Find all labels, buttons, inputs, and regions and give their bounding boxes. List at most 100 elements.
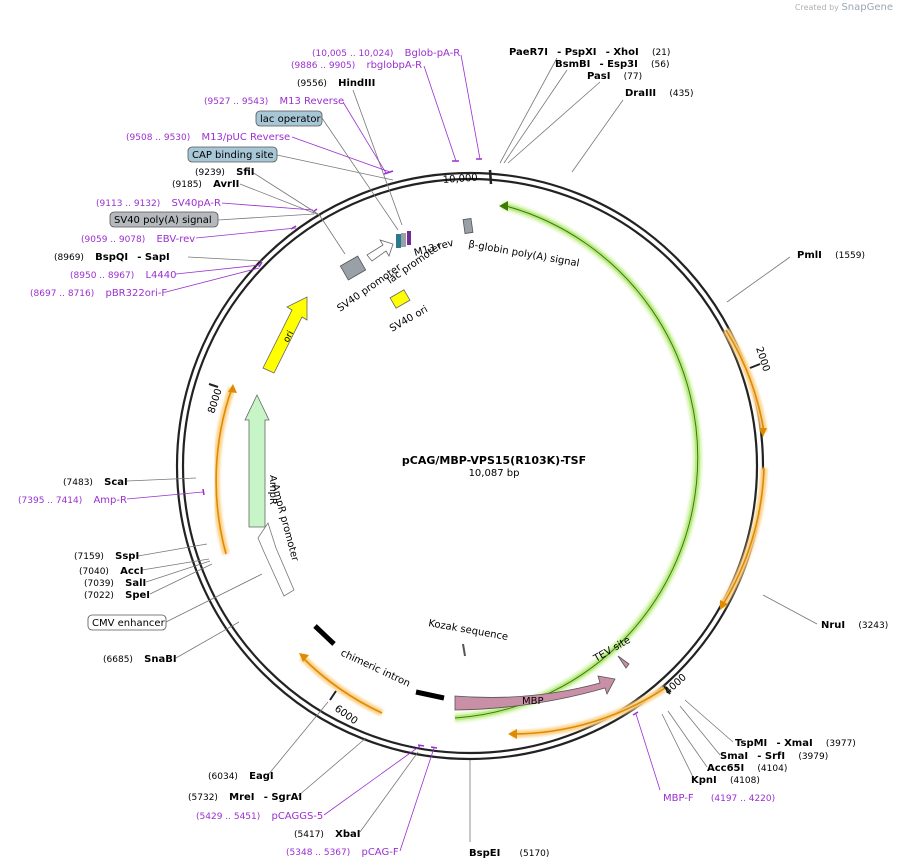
leader-acci: [141, 558, 210, 571]
leader-nrui: [762, 594, 818, 625]
site-pasi: PasI (77): [587, 71, 642, 82]
site-pasi-pos: (77): [624, 72, 642, 82]
leader-lacop: [321, 117, 399, 231]
site-paer7i: PaeR7I - PspXI - XhoI (21): [509, 47, 670, 58]
primer-ampr: (7395 .. 7414) Amp-R: [18, 495, 127, 506]
primer-bglob-name: Bglob-pA-R: [405, 48, 461, 59]
leader-bspqi: [187, 256, 263, 262]
sv40-ori-box: [389, 289, 411, 309]
leader-eagi: [267, 701, 329, 776]
site-scai-name: ScaI: [104, 477, 128, 488]
site-kpni-pos: (4108): [730, 776, 760, 786]
primer-m13reverse: (9527 .. 9543) M13 Reverse: [204, 96, 344, 107]
primer-bglob: (10,005 .. 10,024) Bglob-pA-R: [312, 48, 460, 59]
leader-acc65i: [667, 710, 708, 768]
leader-m13puc: [291, 136, 391, 173]
site-sfii-name: SfiI: [236, 167, 254, 178]
m13-rev-box: [407, 231, 411, 245]
site-spei-name: SpeI: [125, 590, 150, 601]
site-hindiii-name: HindIII: [338, 78, 375, 89]
primer-m13puc: (9508 .. 9530) M13/pUC Reverse: [126, 132, 290, 143]
site-avrii-pos: (9185): [172, 180, 202, 190]
orange-arrow-3: [508, 729, 517, 739]
tick-8000: [208, 383, 219, 388]
primer-mark-ampr: [202, 488, 205, 496]
primer-labels: (10,005 .. 10,024) Bglob-pA-R (9886 .. 9…: [18, 48, 775, 858]
leader-ampr-primer: [126, 491, 204, 500]
beta-globin-box: [462, 218, 474, 234]
site-sali-name: SalI: [125, 578, 146, 589]
snapgene-credit: Created by SnapGene: [795, 2, 893, 13]
site-spei-pos: (7022): [84, 591, 114, 601]
boxed-sv40-polya-text: SV40 poly(A) signal: [114, 215, 212, 226]
leader-xbai: [359, 751, 419, 833]
site-pasi-name: PasI: [587, 71, 610, 82]
credit-prefix: Created by: [794, 3, 839, 12]
site-draiii: DraIII (435): [625, 88, 694, 99]
primer-pcagf-name: pCAG-F: [361, 847, 398, 858]
primer-ebvrev-range: (9059 .. 9078): [81, 235, 145, 245]
site-sapi: - SapI: [137, 252, 169, 263]
leader-sv40par: [221, 202, 314, 211]
leader-mrei: [297, 737, 367, 797]
primer-mark-m13: [383, 170, 394, 175]
boxed-lac-operator: lac operator: [255, 110, 323, 127]
site-scai: (7483) ScaI: [63, 477, 128, 488]
site-bspei-name: BspEI: [469, 848, 500, 859]
orange-arc-3-core: [511, 687, 666, 735]
primer-bglob-range: (10,005 .. 10,024): [312, 49, 393, 59]
primer-m13puc-name: M13/pUC Reverse: [201, 132, 290, 143]
leader-cmv: [165, 573, 263, 623]
site-sspi-name: SspI: [115, 551, 139, 562]
boxed-cap-binding: CAP binding site: [187, 146, 278, 163]
leader-scai: [126, 477, 197, 482]
orf-arrowhead: [499, 201, 508, 211]
snapgene-logo: SnapGene: [841, 2, 893, 13]
site-nrui-name: NruI: [821, 620, 845, 631]
leader-spei: [149, 563, 213, 595]
label-beta-globin: β-globin poly(A) signal: [467, 239, 580, 269]
orange-arrow-2: [720, 600, 728, 610]
site-pmli-pos: (1559): [835, 251, 865, 261]
leader-sv40promoter: [319, 215, 346, 255]
site-eagi-name: EagI: [249, 771, 273, 782]
site-esp3i: - Esp3I: [600, 59, 638, 70]
primer-pbr322-name: pBR322ori-F: [105, 288, 167, 299]
site-pmli-name: PmlI: [797, 250, 822, 261]
boxed-cap-binding-bg: [187, 146, 278, 163]
primer-m13puc-range: (9508 .. 9530): [126, 133, 190, 143]
primer-l4440-name: L4440: [145, 270, 176, 281]
sv40-promoter-arrow: [366, 239, 394, 262]
label-sv40-ori: SV40 ori: [388, 304, 430, 335]
lac-operator-box: [396, 234, 401, 248]
primer-rbglob: (9886 .. 9905) rbglobpA-R: [291, 60, 422, 71]
leader-lines: [126, 57, 818, 842]
site-hindiii: (9556) HindIII: [297, 78, 375, 89]
tick-4000: [663, 685, 671, 695]
site-acc65i: Acc65I (4104): [707, 763, 787, 774]
leader-pasi: [507, 81, 601, 164]
leader-l4440: [175, 264, 261, 275]
site-spei: (7022) SpeI: [84, 590, 150, 601]
site-bspei-pos: (5170): [519, 849, 549, 859]
primer-mbpf-range: (4197 .. 4220): [711, 794, 775, 804]
label-ori: ori: [282, 329, 296, 344]
site-bsmbi-name: BsmBI: [555, 59, 590, 70]
site-bsmbi: BsmBI - Esp3I (56): [555, 59, 669, 70]
orange-arrow-5: [228, 384, 237, 393]
primer-leader-lines: [126, 54, 661, 852]
primer-mark-pcaggs5: [417, 744, 425, 747]
primer-marks: [202, 158, 639, 749]
site-draiii-pos: (435): [669, 89, 693, 99]
primer-mbpf: MBP-F (4197 .. 4220): [663, 793, 775, 804]
mbp-arrow: [454, 675, 616, 711]
site-eagi: (6034) EagI: [208, 771, 274, 782]
orange-arrow-1: [759, 428, 767, 437]
site-mrei-pos: (5732): [188, 793, 218, 803]
cap-site-box: [401, 233, 406, 247]
site-sfii: (9239) SfiI: [195, 167, 254, 178]
site-smai: SmaI - SrfI (3979): [720, 751, 828, 762]
site-tspmi-name: TspMI: [735, 738, 767, 749]
chimeric-intron-bar-2: [415, 689, 445, 701]
